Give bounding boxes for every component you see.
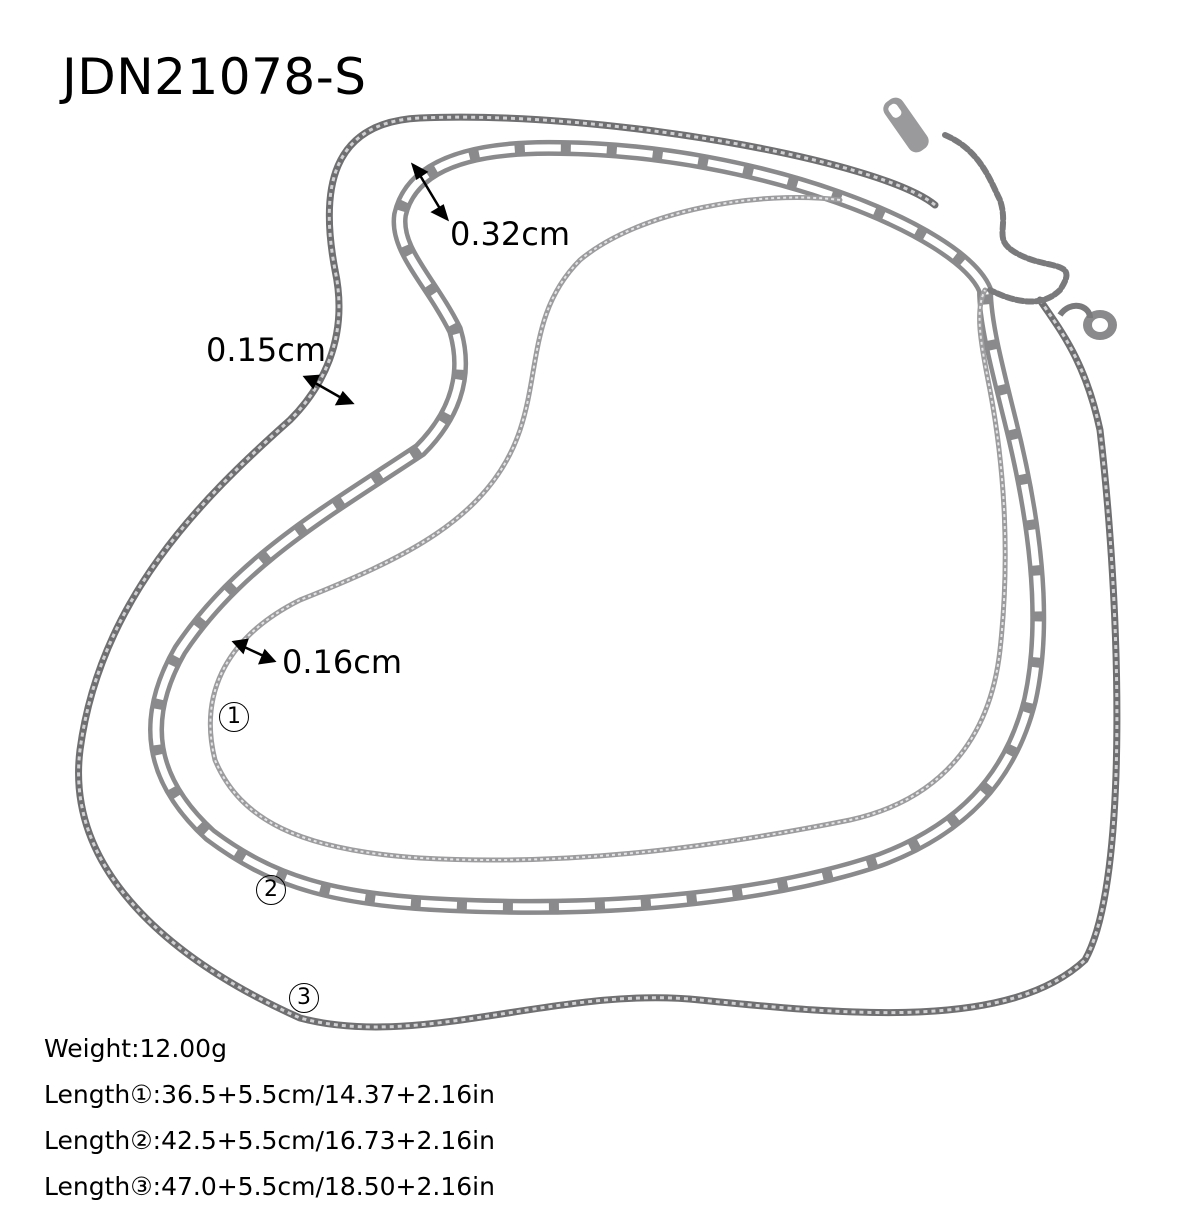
box-chain-width-label: 0.15cm (206, 331, 327, 369)
marker-3: 3 (289, 983, 319, 1013)
marker-2: 2 (256, 875, 286, 905)
spec-length-2: Length②:42.5+5.5cm/16.73+2.16in (44, 1126, 495, 1155)
logo-tag (883, 97, 929, 153)
spec-length-1: Length①:36.5+5.5cm/14.37+2.16in (44, 1080, 495, 1109)
box-chain-3 (75, 113, 1121, 1031)
spec-list: Weight:12.00g Length①:36.5+5.5cm/14.37+2… (44, 1026, 495, 1210)
paperclip-chain-2 (148, 139, 1047, 915)
spec-length-3: Length③:47.0+5.5cm/18.50+2.16in (44, 1172, 495, 1201)
spec-weight: Weight:12.00g (44, 1034, 227, 1063)
arrow-0-15cm (302, 374, 355, 406)
cable-chain-1 (207, 195, 1008, 863)
lobster-clasp (1057, 302, 1117, 340)
marker-1: 1 (219, 702, 249, 732)
product-code: JDN21078-S (62, 48, 367, 106)
paperclip-width-label: 0.32cm (450, 215, 571, 253)
arrow-0-32cm (410, 162, 450, 222)
arrow-0-16cm (231, 638, 277, 665)
extender-chain (942, 132, 1070, 305)
cable-chain-width-label: 0.16cm (282, 643, 403, 681)
